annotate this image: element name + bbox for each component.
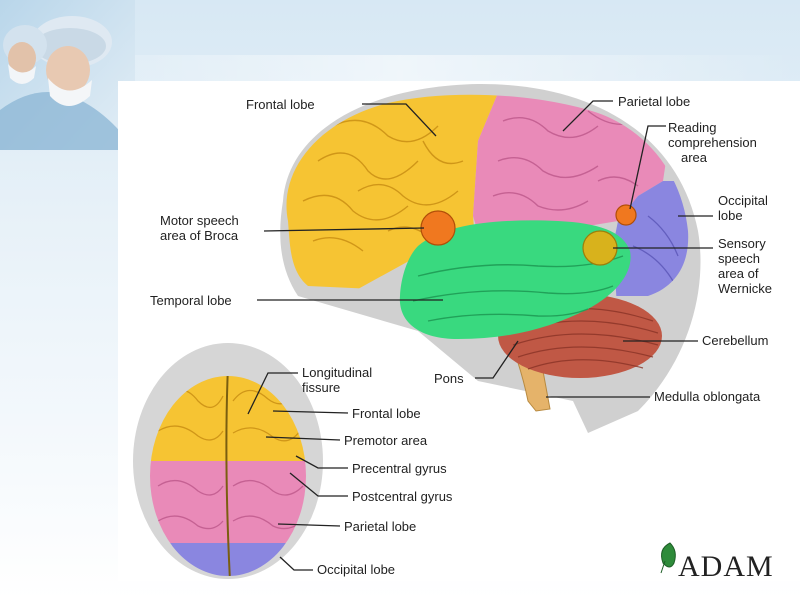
broca-area	[420, 210, 456, 246]
label-sensory-line2: speech	[718, 251, 760, 266]
label-occipital-line2: lobe	[718, 208, 743, 223]
label-frontal-lobe: Frontal lobe	[246, 97, 315, 112]
leader-broca	[263, 227, 425, 232]
adam-logo-text: ADAM	[678, 550, 774, 581]
label-reading-line2: comprehension	[668, 135, 757, 150]
leader-top-parietal	[277, 523, 341, 527]
label-reading-line1: Reading	[668, 120, 716, 135]
label-longitudinal-line2: fissure	[302, 380, 340, 395]
label-broca-line2: area of Broca	[160, 228, 239, 243]
surgeon-photo	[0, 0, 135, 150]
leader-pons	[475, 340, 519, 379]
diagram-panel: Frontal lobe Parietal lobe Reading compr…	[118, 81, 800, 581]
brain-diagram: Frontal lobe Parietal lobe Reading compr…	[133, 83, 774, 581]
reading-comprehension-area	[615, 204, 637, 226]
lateral-temporal-lobe	[399, 220, 631, 339]
leader-precentral	[295, 455, 348, 469]
lateral-occipital-lobe	[613, 181, 689, 297]
label-parietal-lobe: Parietal lobe	[618, 94, 690, 109]
label-sensory-line1: Sensory	[718, 236, 766, 251]
label-top-frontal-lobe: Frontal lobe	[352, 406, 421, 421]
leader-premotor	[265, 436, 341, 441]
leader-top-frontal	[272, 410, 349, 414]
label-postcentral-gyrus: Postcentral gyrus	[352, 489, 453, 504]
label-broca-line1: Motor speech	[160, 213, 239, 228]
label-top-occipital-lobe: Occipital lobe	[317, 562, 395, 577]
wernicke-area	[582, 230, 618, 266]
label-cerebellum: Cerebellum	[702, 333, 768, 348]
label-premotor-area: Premotor area	[344, 433, 428, 448]
adam-logo: ADAM	[660, 542, 774, 581]
label-pons: Pons	[434, 371, 464, 386]
label-reading-line3: area	[681, 150, 708, 165]
leaf-icon	[660, 542, 676, 574]
longitudinal-fissure	[225, 376, 231, 576]
label-precentral-gyrus: Precentral gyrus	[352, 461, 447, 476]
leader-postcentral	[289, 472, 348, 497]
label-sensory-line4: Wernicke	[718, 281, 772, 296]
leader-reading-area	[629, 125, 666, 210]
leader-longitudinal	[247, 372, 298, 415]
label-sensory-line3: area of	[718, 266, 759, 281]
leader-top-occipital	[279, 556, 313, 571]
label-temporal-lobe: Temporal lobe	[150, 293, 232, 308]
leader-frontal-lobe	[362, 103, 437, 137]
label-longitudinal-line1: Longitudinal	[302, 365, 372, 380]
label-top-parietal-lobe: Parietal lobe	[344, 519, 416, 534]
label-medulla: Medulla oblongata	[654, 389, 761, 404]
label-occipital-line1: Occipital	[718, 193, 768, 208]
leader-parietal-lobe	[562, 100, 613, 132]
